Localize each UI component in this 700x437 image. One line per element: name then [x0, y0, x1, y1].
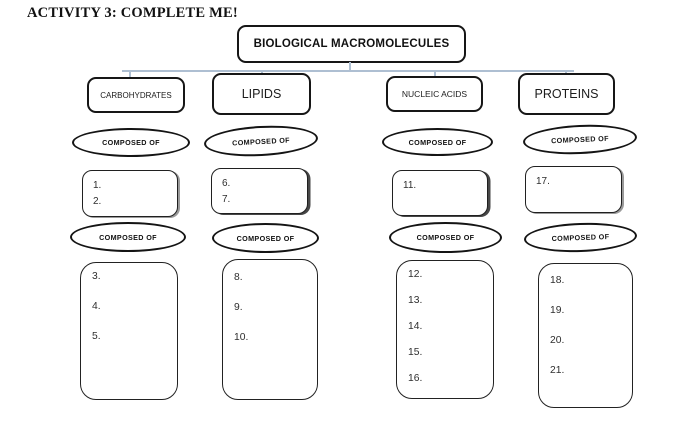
fill-in-number: 1. — [93, 180, 102, 191]
fill-in-number: 9. — [234, 302, 243, 313]
connector-root-stub — [349, 62, 351, 70]
category-label: LIPIDS — [241, 87, 282, 101]
component-fill-in-box-lipids: 8. 9. 10. — [222, 259, 318, 400]
fill-in-number: 19. — [550, 305, 565, 316]
monomer-fill-in-box-lipids: 6. 7. — [211, 168, 308, 214]
composed-of-oval: COMPOSED OF — [523, 221, 638, 254]
composed-of-oval: COMPOSED OF — [70, 222, 186, 252]
fill-in-number: 15. — [408, 347, 423, 358]
fill-in-number: 12. — [408, 269, 423, 280]
composed-of-oval: COMPOSED OF — [72, 128, 190, 157]
fill-in-number: 6. — [222, 178, 231, 189]
monomer-fill-in-box-carbohydrates: 1. 2. — [82, 170, 178, 217]
category-label: PROTEINS — [534, 87, 599, 101]
composed-of-label: COMPOSED OF — [236, 233, 295, 243]
composed-of-oval: COMPOSED OF — [389, 222, 502, 253]
component-fill-in-box-carbohydrates: 3. 4. 5. — [80, 262, 178, 400]
fill-in-number: 8. — [234, 272, 243, 283]
fill-in-number: 20. — [550, 335, 565, 346]
composed-of-label: COMPOSED OF — [416, 233, 475, 242]
page-title: ACTIVITY 3: COMPLETE ME! — [27, 5, 238, 21]
composed-of-label: COMPOSED OF — [408, 137, 467, 147]
fill-in-number: 7. — [222, 193, 231, 205]
composed-of-label: COMPOSED OF — [99, 232, 157, 242]
fill-in-number: 18. — [550, 275, 565, 286]
category-box-nucleic-acids: NUCLEIC ACIDS — [386, 76, 483, 112]
composed-of-oval: COMPOSED OF — [203, 123, 319, 159]
category-label: NUCLEIC ACIDS — [401, 89, 468, 99]
fill-in-number: 21. — [550, 365, 565, 376]
fill-in-number: 4. — [92, 301, 101, 312]
monomer-fill-in-box-proteins: 17. — [525, 166, 622, 213]
fill-in-number: 17. — [536, 176, 550, 187]
composed-of-label: COMPOSED OF — [231, 134, 291, 148]
fill-in-number: 3. — [92, 271, 101, 282]
component-fill-in-box-nucleic-acids: 12. 13. 14. 15. 16. — [396, 260, 494, 399]
fill-in-number: 2. — [93, 195, 102, 207]
composed-of-oval: COMPOSED OF — [522, 122, 638, 157]
composed-of-label: COMPOSED OF — [551, 231, 610, 244]
composed-of-oval: COMPOSED OF — [382, 128, 493, 156]
fill-in-number: 11. — [403, 180, 417, 191]
fill-in-number: 10. — [234, 332, 249, 343]
category-box-carbohydrates: CARBOHYDRATES — [87, 77, 185, 113]
connector-tick-proteins — [565, 70, 567, 75]
fill-in-number: 16. — [408, 373, 423, 384]
fill-in-number: 13. — [408, 295, 423, 306]
fill-in-number: 14. — [408, 321, 423, 332]
fill-in-number: 5. — [92, 331, 101, 342]
monomer-fill-in-box-nucleic-acids: 11. — [392, 170, 488, 216]
category-box-lipids: LIPIDS — [212, 73, 311, 115]
connector-tick-carbohydrates — [129, 70, 131, 77]
category-box-proteins: PROTEINS — [518, 73, 615, 115]
connector-horizontal-line — [122, 70, 574, 72]
component-fill-in-box-proteins: 18. 19. 20. 21. — [538, 263, 633, 408]
connector-tick-lipids — [261, 70, 263, 75]
connector-tick-nucleic-acids — [434, 70, 436, 76]
category-label: CARBOHYDRATES — [100, 90, 172, 100]
composed-of-label: COMPOSED OF — [102, 138, 160, 147]
composed-of-label: COMPOSED OF — [550, 133, 610, 146]
root-node-biological-macromolecules: BIOLOGICAL MACROMOLECULES — [237, 25, 466, 63]
root-node-label: BIOLOGICAL MACROMOLECULES — [253, 38, 450, 50]
composed-of-oval: COMPOSED OF — [212, 223, 319, 253]
